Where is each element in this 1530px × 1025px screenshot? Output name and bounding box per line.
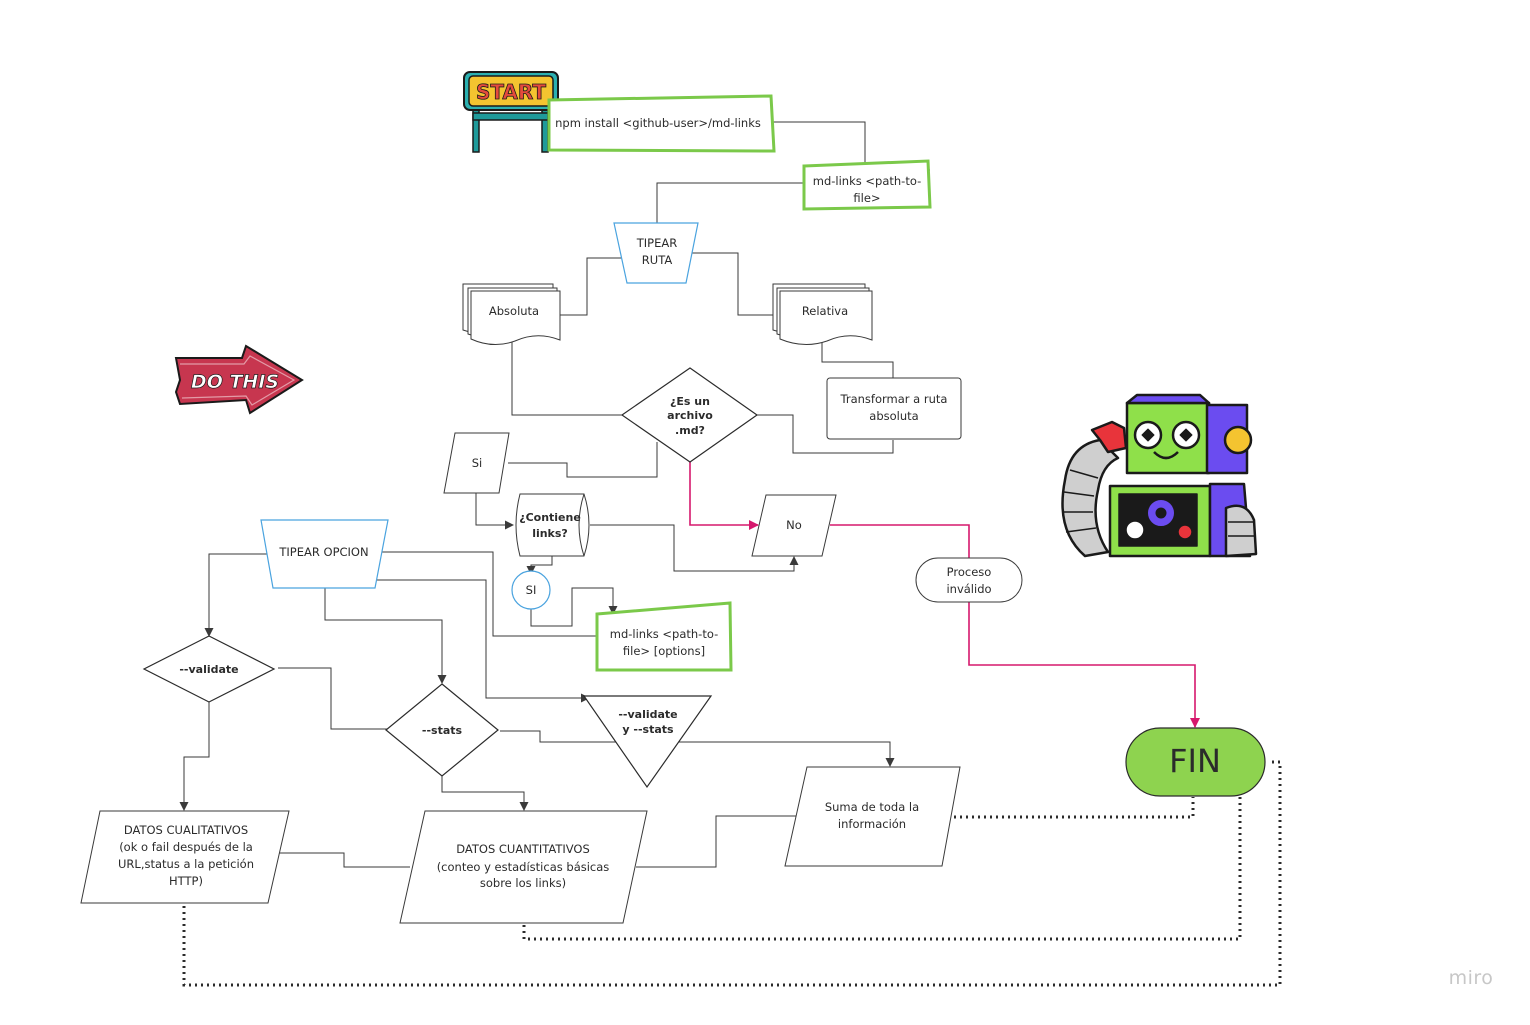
node-npm-install[interactable]: npm install <github-user>/md-links [547, 94, 776, 153]
node-si-circle[interactable]: SI [511, 570, 551, 610]
md-links-path-label-2: file> [853, 191, 880, 205]
node-relativa[interactable]: Relativa [772, 283, 873, 345]
datos-cualitativos-label-4: HTTP) [169, 874, 203, 888]
suma-label-2: información [838, 817, 906, 831]
node-transformar-ruta[interactable]: Transformar a ruta absoluta [826, 377, 962, 440]
datos-cualitativos-label-2: (ok o fail después de la [119, 840, 253, 854]
node-contiene-links[interactable]: ¿Contiene links? [515, 493, 590, 557]
node-suma-informacion[interactable]: Suma de toda la información [784, 766, 961, 867]
datos-cuantitativos-label-3: sobre los links) [480, 876, 566, 890]
es-md-label-1: ¿Es un [670, 395, 710, 408]
invalid-path-connectors [689, 462, 1200, 728]
es-md-label-3: .md? [675, 424, 705, 437]
connectors [179, 121, 930, 868]
no-label: No [786, 518, 802, 532]
datos-cualitativos-label-1: DATOS CUALITATIVOS [124, 823, 248, 837]
dotted-connectors [182, 760, 1282, 987]
si-circle-label: SI [526, 583, 537, 597]
node-es-md-decision[interactable]: ¿Es un archivo .md? [620, 367, 759, 463]
node-stats-option[interactable]: --stats [385, 683, 499, 777]
md-links-options-label-1: md-links <path-to- [610, 627, 718, 641]
node-proceso-invalido[interactable]: Proceso inválido [915, 557, 1023, 603]
node-validate-option[interactable]: --validate [142, 635, 276, 703]
node-tipear-ruta[interactable]: TIPEAR RUTA [613, 222, 699, 284]
datos-cualitativos-label-3: URL,status a la petición [118, 857, 254, 871]
miro-watermark: miro [1449, 967, 1494, 989]
contiene-links-label-1: ¿Contiene [519, 511, 581, 524]
es-md-label-2: archivo [667, 409, 713, 422]
proceso-invalido-label-2: inválido [946, 582, 991, 596]
md-links-path-label-1: md-links <path-to- [813, 174, 921, 188]
do-this-text: DO THIS [191, 371, 279, 393]
validate-stats-label-1: --validate [618, 708, 677, 721]
start-sign-sticker: START [463, 71, 559, 153]
proceso-invalido-label-1: Proceso [947, 565, 992, 579]
robot-sticker [1061, 393, 1258, 558]
stats-label: --stats [422, 724, 463, 737]
tipear-ruta-label-2: RUTA [642, 253, 673, 267]
si-label: Si [472, 456, 483, 470]
relativa-label: Relativa [802, 304, 848, 318]
node-fin[interactable]: FIN [1125, 727, 1266, 797]
transformar-label-1: Transformar a ruta [840, 392, 948, 406]
node-si[interactable]: Si [443, 432, 510, 494]
node-datos-cuantitativos[interactable]: DATOS CUANTITATIVOS (conteo y estadístic… [399, 810, 648, 924]
validate-label: --validate [179, 663, 238, 676]
tipear-opcion-label: TIPEAR OPCION [278, 545, 368, 559]
suma-label-1: Suma de toda la [825, 800, 919, 814]
contiene-links-label-2: links? [532, 527, 568, 540]
node-md-links-options[interactable]: md-links <path-to- file> [options] [595, 601, 733, 672]
do-this-arrow-sticker: DO THIS [174, 344, 304, 415]
node-validate-stats-option[interactable]: --validate y --stats [582, 695, 713, 789]
validate-stats-label-2: y --stats [622, 723, 674, 736]
datos-cuantitativos-label-2: (conteo y estadísticas básicas [437, 860, 610, 874]
absoluta-label: Absoluta [489, 304, 539, 318]
node-no[interactable]: No [751, 494, 837, 557]
transformar-label-2: absoluta [869, 409, 918, 423]
node-md-links-path[interactable]: md-links <path-to- file> [802, 159, 932, 211]
node-tipear-opcion[interactable]: TIPEAR OPCION [260, 519, 389, 589]
md-links-options-label-2: file> [options] [623, 644, 705, 658]
fin-label: FIN [1169, 742, 1221, 780]
node-datos-cualitativos[interactable]: DATOS CUALITATIVOS (ok o fail después de… [80, 810, 290, 904]
datos-cuantitativos-label-1: DATOS CUANTITATIVOS [456, 842, 590, 856]
tipear-ruta-label-1: TIPEAR [636, 236, 677, 250]
npm-install-label: npm install <github-user>/md-links [555, 116, 761, 130]
node-absoluta[interactable]: Absoluta [462, 283, 561, 345]
start-sign-text: START [476, 80, 546, 104]
